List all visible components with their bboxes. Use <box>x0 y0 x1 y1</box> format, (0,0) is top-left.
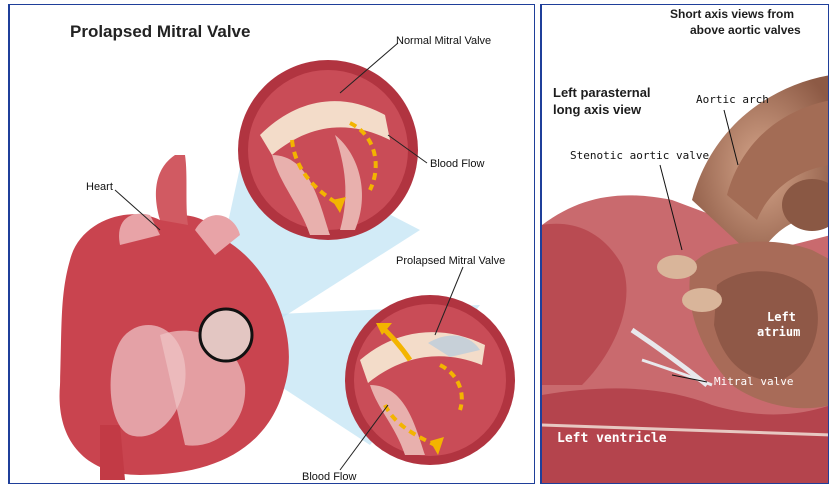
aortic-view-illustration <box>542 5 829 484</box>
label-left-atrium-line-1: Left <box>767 310 796 324</box>
mitral-valve-highlight-circle <box>200 309 252 361</box>
normal-valve-circle <box>238 60 418 240</box>
label-blood-flow-top: Blood Flow <box>430 158 484 170</box>
label-mitral-valve: Mitral valve <box>714 375 793 388</box>
figure-title: Prolapsed Mitral Valve <box>70 22 250 42</box>
label-normal-mitral-valve: Normal Mitral Valve <box>396 35 491 47</box>
label-blood-flow-bottom: Blood Flow <box>302 471 356 483</box>
right-illustration-panel: Short axis views from above aortic valve… <box>540 4 829 484</box>
header-line-1: Short axis views from <box>670 7 794 21</box>
label-stenotic-aortic-valve: Stenotic aortic valve <box>570 149 709 162</box>
left-illustration-panel: Prolapsed Mitral Valve Normal Mitral Val… <box>8 4 535 484</box>
view-label-line-1: Left parasternal <box>553 85 651 100</box>
heart-illustration <box>10 5 535 484</box>
prolapsed-valve-circle <box>345 295 515 465</box>
header-line-2: above aortic valves <box>690 23 801 37</box>
label-left-atrium-line-2: atrium <box>757 325 800 339</box>
label-aortic-arch: Aortic arch <box>696 93 769 106</box>
label-left-ventricle: Left ventricle <box>557 431 667 446</box>
label-heart: Heart <box>86 181 113 193</box>
view-label-line-2: long axis view <box>553 102 641 117</box>
label-prolapsed-mitral-valve: Prolapsed Mitral Valve <box>396 255 505 267</box>
